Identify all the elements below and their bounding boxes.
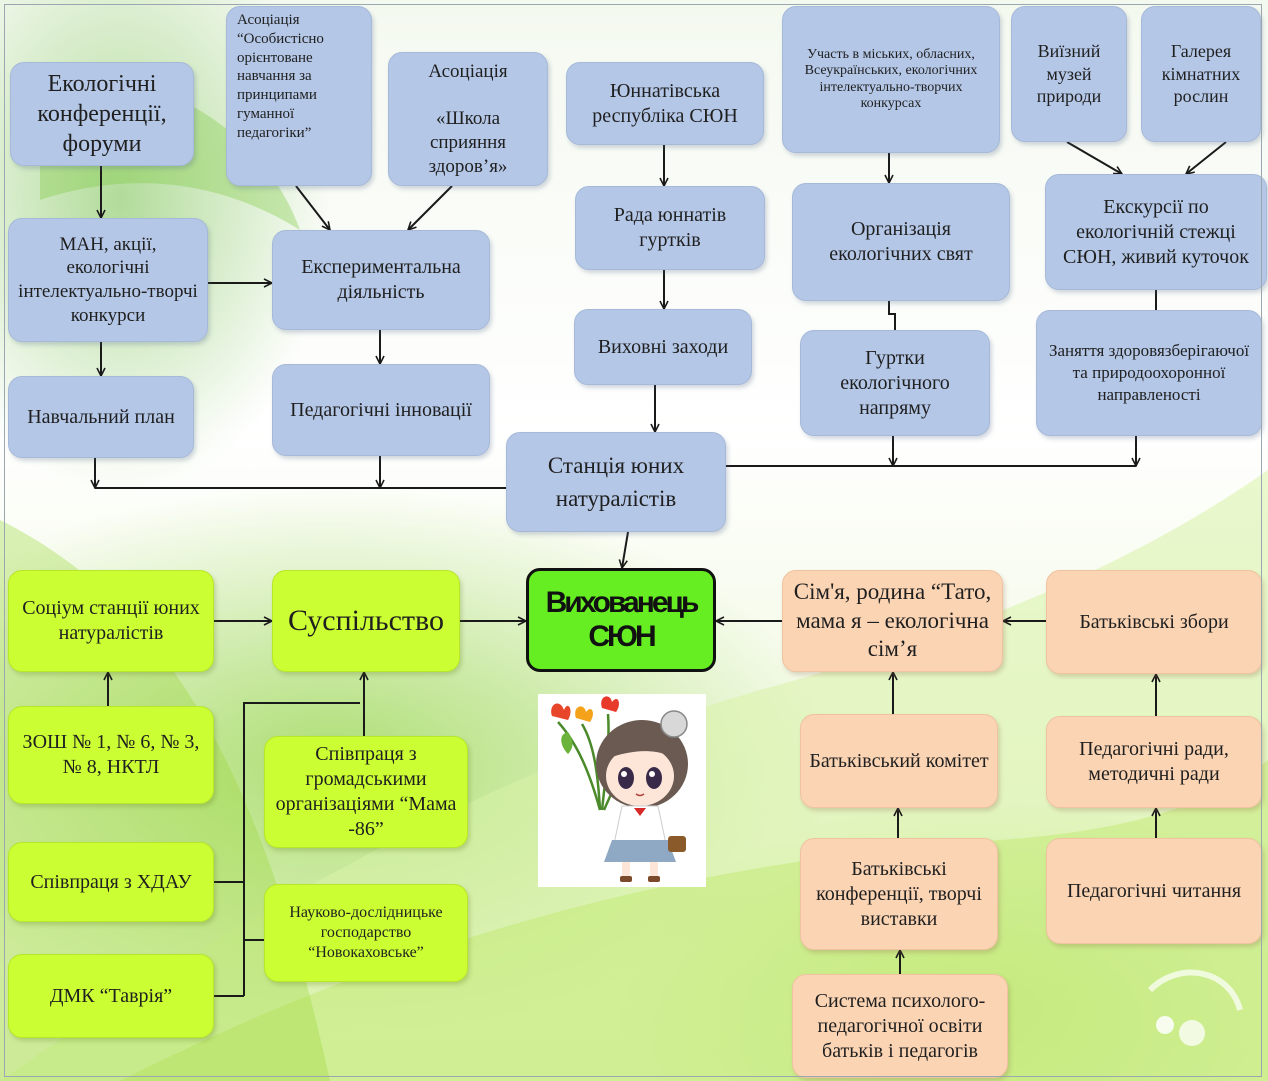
node-schools: ЗОШ № 1, № 6, № 3, № 8, НКТЛ bbox=[8, 706, 214, 804]
node-parent-committee: Батьківський комітет bbox=[800, 714, 998, 808]
node-association-humane: Асоціація “Особистісно орієнтоване навча… bbox=[226, 6, 372, 186]
node-ped-innovations: Педагогічні інновації bbox=[272, 364, 490, 456]
node-socium: Соціум станції юних натуралістів bbox=[8, 570, 214, 672]
node-association-health: Асоціація «Школа сприяння здоров’я» bbox=[388, 52, 548, 186]
node-research-farm: Науково-дослідницьке господарство “Новок… bbox=[264, 884, 468, 982]
node-eco-holidays: Організація екологічних свят bbox=[792, 183, 1010, 301]
node-curriculum: Навчальний план bbox=[8, 376, 194, 458]
node-dmk-tavria: ДМК “Таврія” bbox=[8, 954, 214, 1038]
node-council-circles: Рада юннатів гуртків bbox=[575, 186, 765, 270]
node-parent-meetings: Батьківські збори bbox=[1046, 570, 1262, 674]
node-station: Станція юних натуралістів bbox=[506, 432, 726, 532]
node-ped-councils: Педагогічні ради, методичні ради bbox=[1046, 716, 1262, 808]
node-young-naturalists-republic: Юннатівська республіка СЮН bbox=[566, 62, 764, 145]
node-gallery-plants: Галерея кімнатних рослин bbox=[1141, 6, 1261, 142]
arrow-station-to-pupil bbox=[622, 531, 629, 568]
girl-with-tulips-illustration bbox=[538, 694, 706, 887]
node-educational-events: Виховні заходи bbox=[574, 309, 752, 385]
node-ngo-cooperation: Співпраця з громадськими організаціями “… bbox=[264, 736, 468, 848]
node-visiting-museum: Виїзний музей природи bbox=[1011, 6, 1127, 142]
node-man-actions: МАН, акції, екологічні інтелектуально-тв… bbox=[8, 218, 208, 342]
node-excursions: Екскурсії по екологічній стежці СЮН, жив… bbox=[1045, 174, 1267, 290]
node-society: Суспільство bbox=[272, 570, 460, 672]
arrow-assoc2-to-exp bbox=[408, 185, 453, 230]
node-ped-readings: Педагогічні читання bbox=[1046, 838, 1262, 944]
node-eco-circles: Гуртки екологічного напряму bbox=[800, 330, 990, 436]
node-participation-contests: Участь в міських, обласних, Всеукраїнськ… bbox=[782, 6, 1000, 153]
node-health-classes: Заняття здоровязберігаючої та природоохо… bbox=[1036, 310, 1262, 436]
arrow-gallery-to-excursions bbox=[1186, 141, 1227, 174]
arrow-assoc1-to-exp bbox=[295, 185, 330, 230]
node-experimental: Експериментальна діяльність bbox=[272, 230, 490, 330]
node-family: Сім'я, родина “Тато, мама я – екологічна… bbox=[782, 570, 1003, 672]
arrow-museum-to-excursions bbox=[1066, 141, 1122, 174]
node-psych-system: Система психолого-педагогічної освіти ба… bbox=[792, 974, 1008, 1078]
line-holidays-to-circles bbox=[888, 301, 896, 330]
node-parent-conferences: Батьківські конференції, творчі виставки bbox=[800, 838, 998, 950]
node-khdau: Співпраця з ХДАУ bbox=[8, 842, 214, 922]
node-pupil: Вихованець СЮН bbox=[526, 568, 716, 672]
node-eco-conferences: Екологічні конференції, форуми bbox=[10, 62, 194, 166]
